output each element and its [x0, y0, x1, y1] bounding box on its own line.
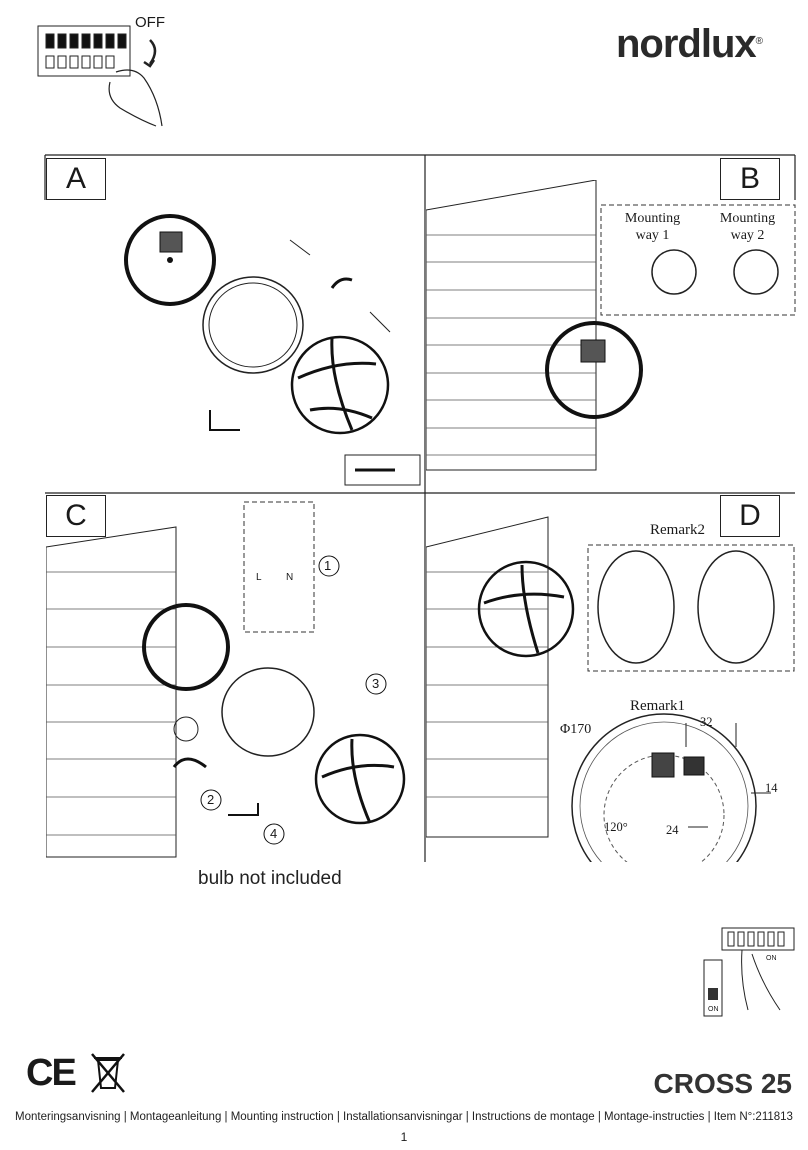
angle-120: 120°: [604, 820, 628, 834]
on-label-breaker: ON: [766, 955, 777, 962]
dimension-14: 14: [765, 781, 778, 795]
diameter-dimension: Φ170: [560, 722, 592, 737]
product-name: CROSS 25: [653, 1068, 793, 1099]
panel-a-exploded-view: [124, 214, 421, 486]
terminal-l-label: L: [256, 572, 262, 583]
dimension-32: 32: [700, 715, 713, 729]
step-1-number: 1: [324, 558, 332, 573]
dimension-24: 24: [666, 823, 679, 837]
brand-logo: nordlux®: [616, 22, 763, 66]
panel-b-label: B: [720, 158, 780, 200]
bulb-not-included-note: bulb not included: [198, 868, 342, 889]
weee-bin-icon: [91, 1053, 125, 1093]
panel-d-dimensions-view: [426, 516, 795, 862]
panel-c-label: C: [46, 495, 106, 537]
step-3-number: 3: [372, 676, 380, 691]
fuse-box-off-illustration: [37, 25, 163, 127]
panel-b-wall-mount-view: [426, 180, 796, 471]
step-4-number: 4: [270, 826, 278, 841]
panel-d-label: D: [720, 495, 780, 537]
fuse-box-on-illustration: [703, 927, 795, 1017]
on-label-switch: ON: [708, 1006, 719, 1013]
panel-c-wiring-view: [46, 501, 406, 858]
remark-1-label: Remark1: [630, 698, 685, 714]
panel-a-label: A: [46, 158, 106, 200]
footer-instructions: Monteringsanvisning | Montageanleitung |…: [15, 1111, 793, 1123]
off-label: OFF: [135, 14, 165, 31]
terminal-n-label: N: [286, 572, 294, 583]
ce-mark-icon: CE: [26, 1052, 77, 1094]
step-2-number: 2: [207, 792, 215, 807]
page-number: 1: [400, 1130, 408, 1144]
remark-2-label: Remark2: [650, 522, 705, 538]
